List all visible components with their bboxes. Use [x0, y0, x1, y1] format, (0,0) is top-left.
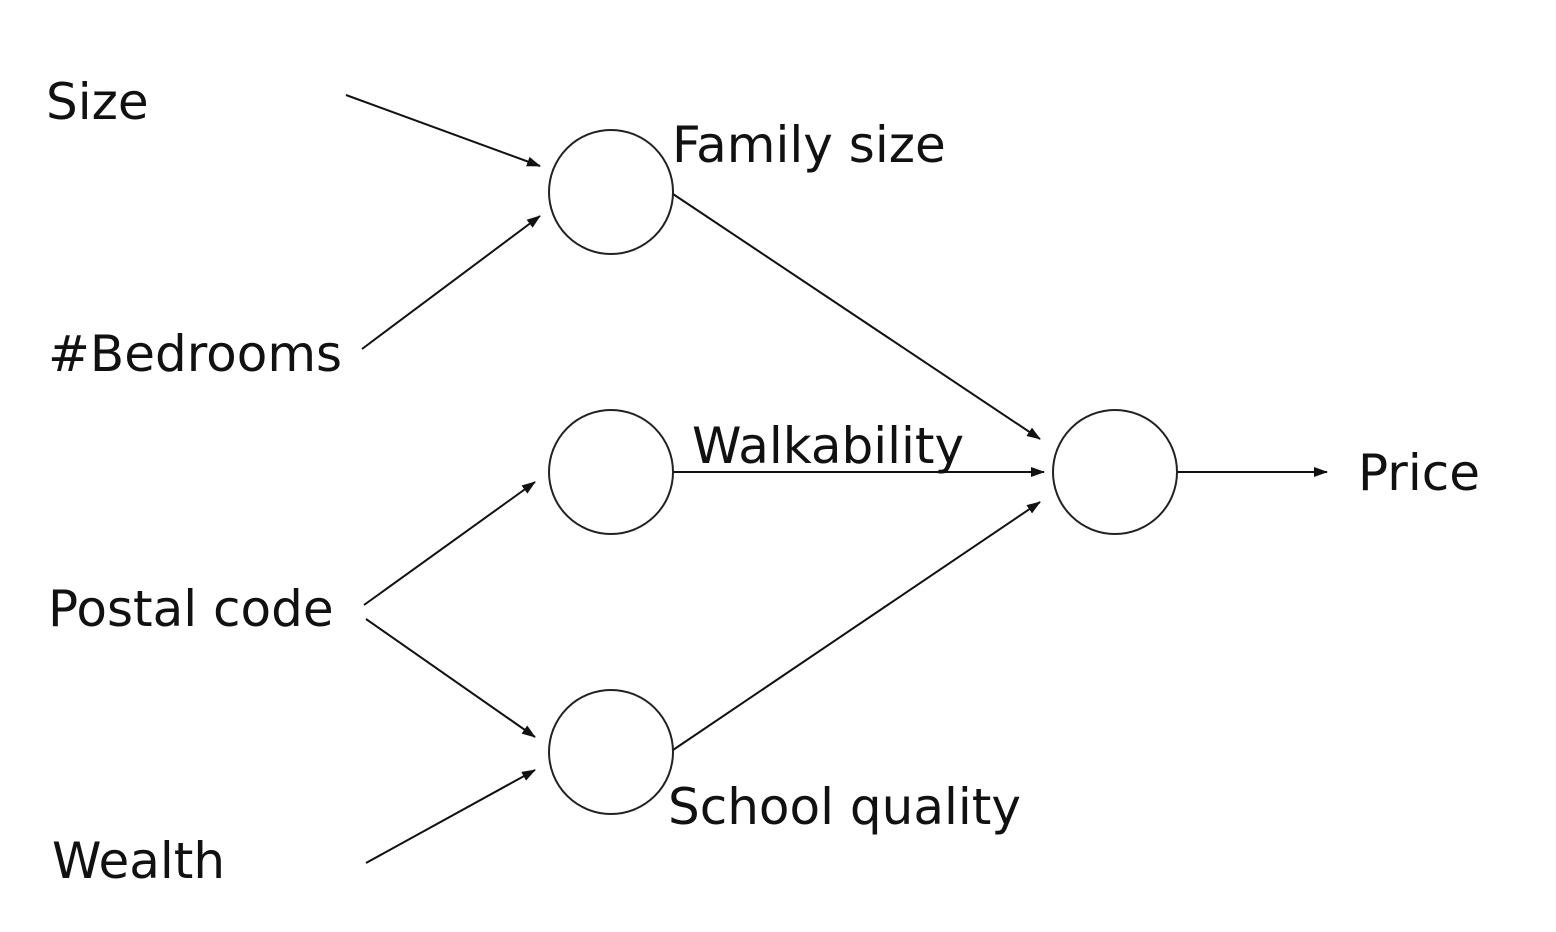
edge-wealth-to-school-quality — [365, 769, 536, 864]
edge-size-to-family-size — [345, 94, 541, 167]
hidden-node-walkability — [548, 409, 674, 535]
edge-bedrooms-to-family-size — [361, 215, 541, 350]
input-label-postal-code: Postal code — [48, 580, 334, 638]
hidden-label-family-size: Family size — [672, 116, 946, 174]
hidden-node-school-quality — [548, 689, 674, 815]
output-node — [1052, 409, 1178, 535]
output-label-price: Price — [1358, 444, 1480, 502]
hidden-label-school-quality: School quality — [668, 778, 1021, 836]
input-label-bedrooms: #Bedrooms — [48, 325, 342, 383]
input-label-wealth: Wealth — [52, 832, 225, 890]
hidden-node-family-size — [548, 129, 674, 255]
input-label-size: Size — [46, 73, 149, 131]
hidden-label-walkability: Walkability — [692, 417, 964, 475]
edge-postal-code-to-walkability — [363, 481, 536, 606]
edge-postal-code-to-school-quality — [365, 618, 536, 738]
edge-family-size-to-output — [672, 193, 1041, 440]
edge-school-quality-to-output — [672, 501, 1041, 751]
